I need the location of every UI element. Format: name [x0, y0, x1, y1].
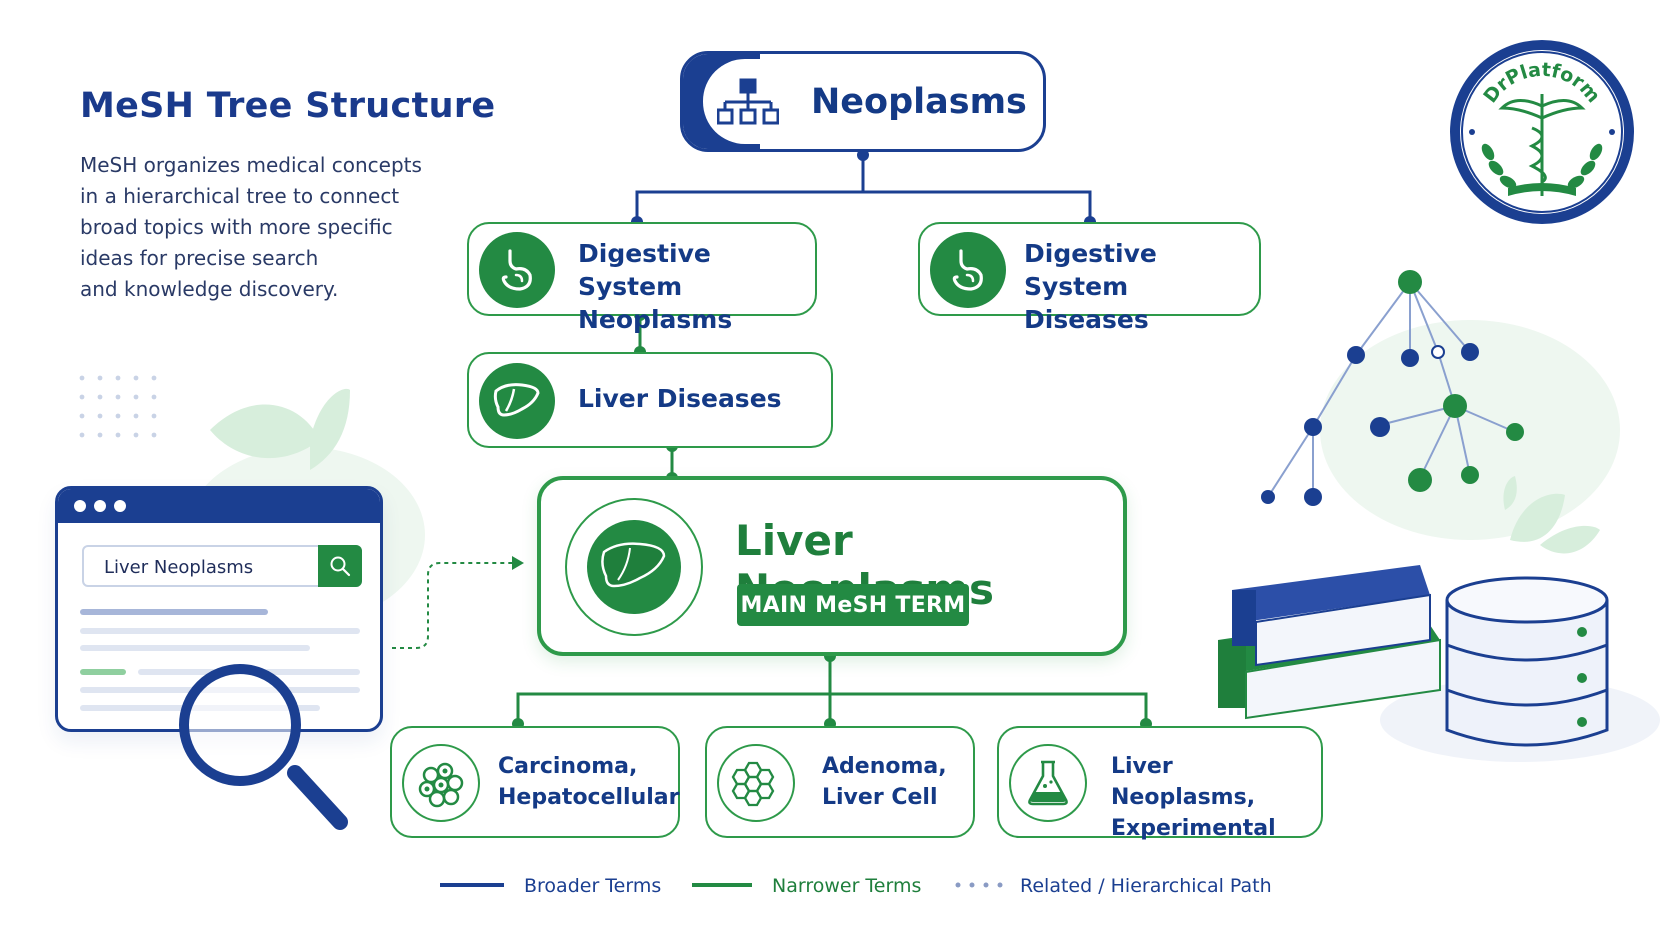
legend-related-label: Related / Hierarchical Path [1020, 875, 1272, 897]
legend-narrower-label: Narrower Terms [772, 875, 922, 897]
node-label-line: Experimental [1111, 816, 1276, 841]
result-line [80, 645, 310, 651]
leaf-right-3 [1503, 476, 1517, 510]
window-dot-icon [74, 500, 86, 512]
related-path [392, 562, 512, 649]
cells-icon-glyph [418, 762, 464, 808]
dot-grid [79, 375, 157, 438]
books-illustration [1218, 565, 1441, 720]
root-node-label: Neoplasms [811, 82, 1027, 122]
browser-title-bar [58, 489, 380, 523]
narrower-connectors [516, 315, 1148, 724]
result-line [80, 669, 126, 675]
broader-connectors [635, 152, 1092, 222]
search-button[interactable] [318, 545, 362, 587]
network-edges [1267, 281, 1516, 498]
hierarchy-icon [717, 78, 779, 125]
node-label-line: Liver Cell [822, 785, 938, 810]
node-carcinoma-hepatocellular[interactable]: Carcinoma, Hepatocellular [390, 726, 680, 838]
node-label: Digestive System Neoplasms [578, 237, 815, 336]
window-dot-icon [114, 500, 126, 512]
stomach-icon [479, 232, 555, 308]
page-description: MeSH organizes medical concepts in a hie… [80, 150, 440, 305]
node-label: Digestive System Diseases [1024, 237, 1259, 336]
node-label-line: Hepatocellular [498, 785, 680, 810]
description-line: MeSH organizes medical concepts [80, 153, 422, 177]
flask-icon [1009, 744, 1087, 822]
stomach-icon-glyph [501, 249, 532, 291]
star-icon [1469, 129, 1615, 135]
window-dot-icon [94, 500, 106, 512]
related-path-arrow [512, 556, 524, 570]
node-liver-neoplasms-experimental[interactable]: Liver Neoplasms, Experimental [997, 726, 1323, 841]
leaf-right-1 [1510, 493, 1565, 542]
stomach-icon-glyph [952, 249, 983, 291]
leaf-left-1 [210, 404, 320, 459]
root-node-neoplasms[interactable]: Neoplasms [680, 51, 1046, 152]
node-label-line: Adenoma, [822, 754, 947, 779]
liver-icon [479, 363, 555, 439]
node-label-line: Diseases [1024, 305, 1149, 334]
bg-blob-right [1320, 320, 1620, 540]
network-nodes [1261, 270, 1524, 506]
flask-icon-glyph [1028, 760, 1068, 806]
search-icon [330, 556, 351, 577]
database-illustration [1445, 576, 1609, 747]
hexagon-cells-icon-glyph [731, 761, 775, 807]
liver-icon [565, 498, 703, 636]
drplatform-logo: DrPlatform [1450, 40, 1634, 224]
node-label-line: Carcinoma, [498, 754, 638, 779]
cells-icon [402, 744, 480, 822]
description-line: in a hierarchical tree to connect [80, 184, 400, 208]
node-digestive-system-diseases[interactable]: Digestive System Diseases [918, 222, 1261, 334]
search-input[interactable]: Liver Neoplasms [82, 545, 362, 587]
search-input-value: Liver Neoplasms [104, 557, 254, 578]
browser-window: Liver Neoplasms [55, 486, 383, 732]
legend-broader-label: Broader Terms [524, 875, 662, 897]
node-label: Adenoma, Liver Cell [822, 751, 947, 813]
description-line: and knowledge discovery. [80, 277, 339, 301]
stomach-icon [930, 232, 1006, 308]
legend-related-swatch [955, 882, 1003, 888]
node-label-line: Digestive System [1024, 239, 1157, 301]
liver-icon-fill [587, 520, 681, 614]
liver-icon-glyph [601, 542, 666, 588]
node-label: Carcinoma, Hepatocellular [498, 751, 680, 813]
leaf-right-2 [1540, 525, 1600, 554]
node-label-line: Liver Neoplasms, [1111, 754, 1256, 810]
node-label-line: Neoplasms [578, 305, 733, 334]
hexagon-cells-icon [717, 744, 795, 822]
result-line [80, 609, 268, 615]
description-line: broad topics with more specific [80, 215, 393, 239]
node-adenoma-liver-cell[interactable]: Adenoma, Liver Cell [705, 726, 975, 838]
node-label-line: Digestive System [578, 239, 711, 301]
node-liver-diseases[interactable]: Liver Diseases [467, 352, 833, 448]
leaf-left-2 [310, 388, 350, 470]
result-line [80, 628, 360, 634]
node-label: Liver Neoplasms, Experimental [1111, 751, 1321, 844]
liver-icon-glyph [493, 383, 540, 417]
magnifier-illustration [287, 765, 348, 830]
main-term-badge: MAIN MeSH TERM [737, 584, 969, 626]
laurel-icon [1481, 143, 1603, 189]
node-digestive-system-neoplasms[interactable]: Digestive System Neoplasms [467, 222, 817, 334]
page-title: MeSH Tree Structure [80, 86, 496, 126]
magnifier-lens-icon [179, 664, 301, 786]
book-base-icon [1508, 183, 1576, 196]
description-line: ideas for precise search [80, 246, 319, 270]
caduceus-icon [1498, 94, 1586, 196]
node-label: Liver Diseases [578, 384, 782, 413]
main-term-liver-neoplasms[interactable]: Liver Neoplasms MAIN MeSH TERM [537, 476, 1127, 656]
